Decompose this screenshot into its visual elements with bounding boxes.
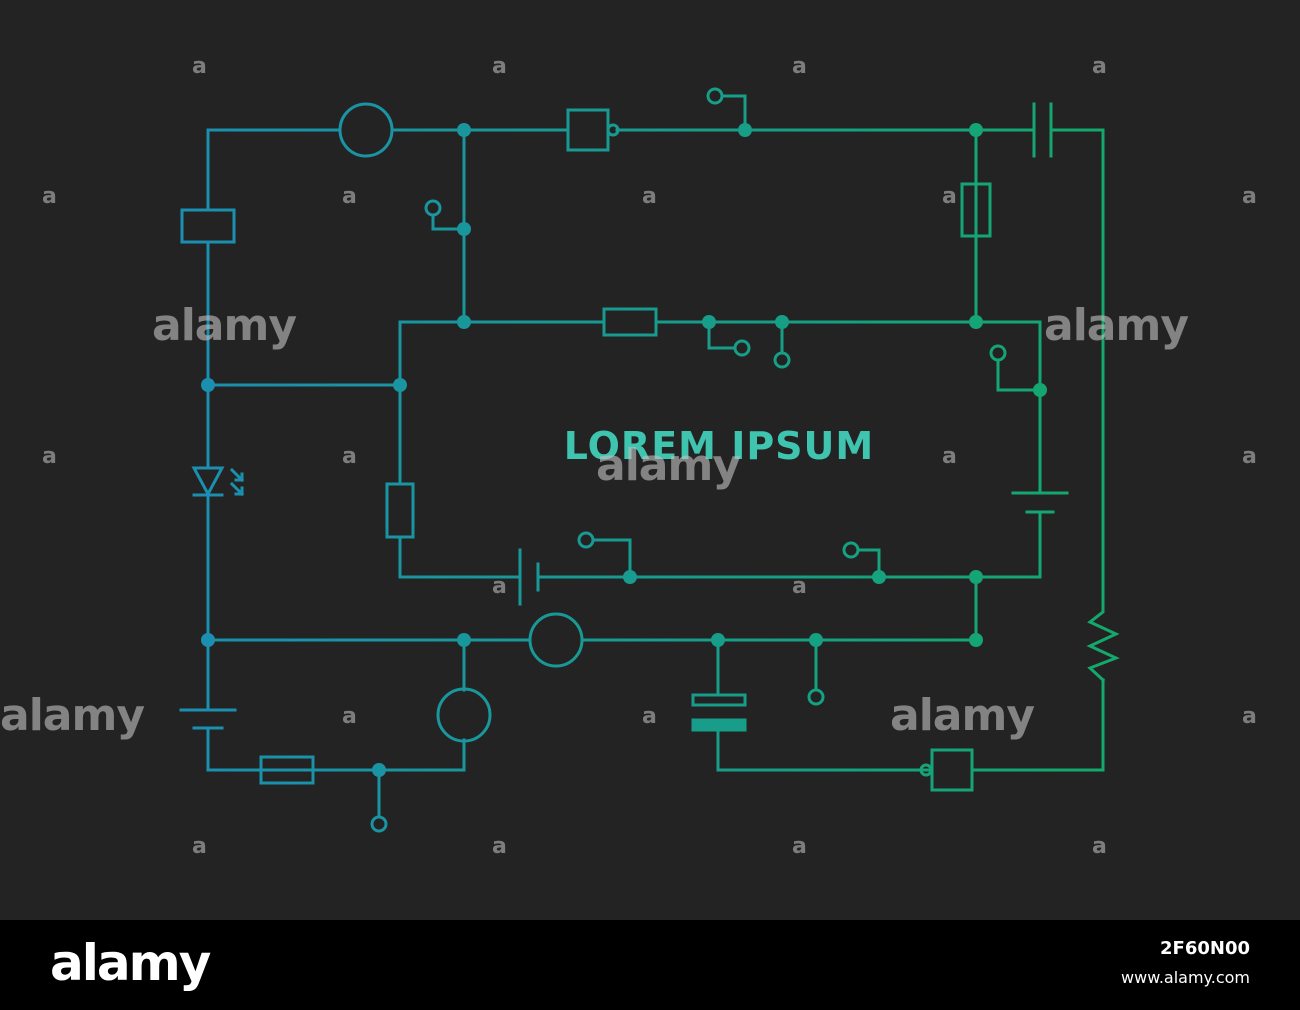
battery-bottom-middle <box>518 548 540 606</box>
nand-gate-top <box>566 108 620 152</box>
nand-gate-bottom <box>919 748 974 792</box>
wire-network <box>206 128 1105 772</box>
junction-nodes <box>201 123 1047 777</box>
footer-logo: alamy <box>50 934 211 992</box>
footer-bar: alamy 2F60N00 www.alamy.com <box>0 920 1300 1010</box>
footer-url[interactable]: www.alamy.com <box>1121 968 1250 987</box>
ammeter-bottom <box>528 612 584 668</box>
circuit-diagram <box>179 87 1120 833</box>
battery-left <box>179 708 237 730</box>
led-diode-icon <box>191 466 245 498</box>
capacitor-top-right <box>1032 102 1053 158</box>
capacitor-bottom <box>691 693 747 732</box>
resistor-middle <box>602 307 658 337</box>
battery-right <box>1011 491 1069 514</box>
fuse-right <box>960 182 992 238</box>
resistor-left <box>180 208 236 244</box>
ammeter-top <box>338 102 394 158</box>
zigzag-resistor <box>1086 598 1120 683</box>
footer-image-id: 2F60N00 <box>1160 938 1250 959</box>
fuse-bottom <box>259 755 315 785</box>
resistor-vertical <box>385 482 415 539</box>
diagram-canvas: LOREM IPSUM alamy alamy alamy alamy alam… <box>0 54 1257 859</box>
ammeter-lower-left <box>436 687 492 743</box>
